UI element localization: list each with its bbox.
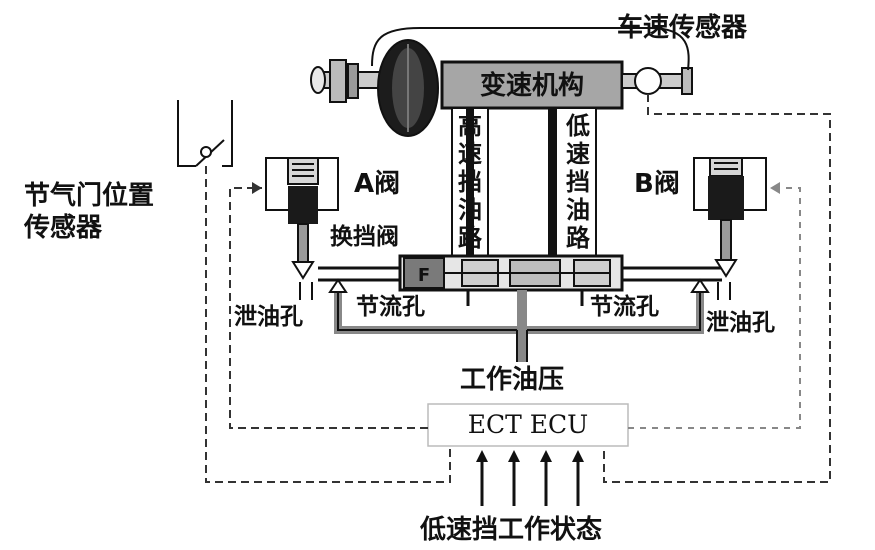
shift-valve-label: 换挡阀 [330,223,399,250]
drain-left-label: 泄油孔 [234,304,303,330]
spool-mark: F [418,265,430,286]
control-wires [205,94,831,483]
low-gear-char-4: 油 [566,196,590,224]
transmission-label: 变速机构 [480,70,584,101]
valve-b-signal-arrow-icon [770,182,780,194]
oil-manifold [299,266,731,362]
throttle-sensor-label-2: 传感器 [23,213,103,243]
ecu-box: ECT ECU [427,403,629,447]
low-gear-oil-path [548,107,597,259]
valve-a-signal-arrow-icon [252,182,262,194]
orifice-left-label: 节流孔 [356,293,425,320]
high-gear-char-1: 高 [458,112,482,140]
shift-valve: F [398,254,624,292]
vehicle-speed-sensor-label: 车速传感器 [617,12,748,43]
torque-converter [377,39,439,137]
ecu-input-arrows [480,456,580,506]
low-gear-state-label: 低速挡工作状态 [419,514,602,545]
orifice-right-label: 节流孔 [590,293,659,320]
ecu-input-arrowheads [476,450,584,462]
high-gear-char-3: 挡 [458,168,482,196]
throttle-sensor-label-1: 节气门位置 [24,180,154,211]
valve-b [693,157,767,278]
speed-sensor-wire [371,27,690,71]
working-pressure-label: 工作油压 [460,365,564,395]
valve-a [265,157,339,280]
high-gear-oil-path [451,107,489,259]
throttle-switch [177,100,233,167]
high-gear-char-4: 油 [458,196,482,224]
low-gear-char-1: 低 [565,112,590,140]
valve-b-label: B阀 [634,169,680,199]
high-gear-char-2: 速 [458,140,482,168]
ecu-label: ECT ECU [468,410,588,439]
low-gear-char-2: 速 [566,140,590,168]
low-gear-char-3: 挡 [566,168,590,196]
drain-right-label: 泄油孔 [706,310,775,336]
transmission-box: 变速机构 [440,60,624,110]
high-gear-char-5: 路 [458,224,483,252]
output-shaft-right [621,67,693,95]
low-gear-char-5: 路 [566,224,591,252]
valve-a-label: A阀 [354,169,400,199]
output-shaft-left [310,59,389,103]
